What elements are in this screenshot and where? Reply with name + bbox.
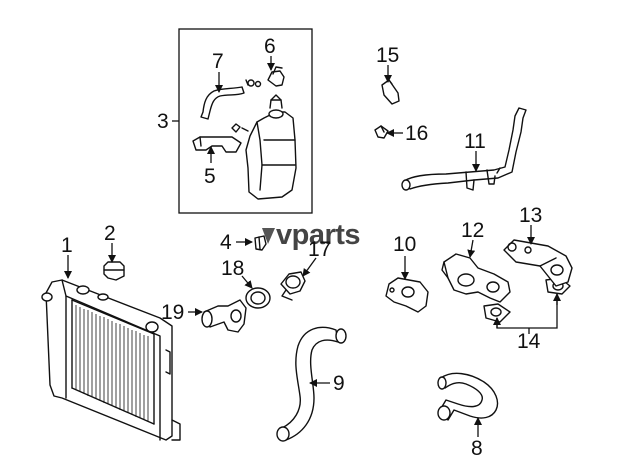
- callout-13: 13: [519, 204, 542, 227]
- leader-lines: [64, 56, 561, 437]
- water-outlet-housing: [385, 277, 429, 313]
- callout-19: 19: [161, 301, 184, 324]
- vparts-logo-mark: [262, 228, 275, 244]
- callout-17: 17: [308, 238, 331, 261]
- thermostat: [280, 271, 306, 301]
- radiator-cap: [103, 261, 125, 281]
- sensor-part-16: [374, 125, 389, 139]
- callout-2: 2: [104, 222, 116, 245]
- radiator: [41, 279, 181, 441]
- callout-numbers: 1 2 3 4 5 6 7 8 9 10 11 12 13 14 15 16 1…: [61, 35, 542, 460]
- reservoir-bracket: [192, 136, 242, 153]
- watermark-text: vparts: [276, 219, 360, 251]
- reservoir-group: [178, 28, 313, 214]
- callout-4: 4: [220, 231, 232, 254]
- water-pipe-12: [441, 253, 511, 303]
- callout-11: 11: [464, 130, 486, 153]
- callout-9: 9: [333, 372, 345, 395]
- water-pipe: [401, 107, 527, 191]
- callout-1: 1: [61, 234, 73, 257]
- callout-3: 3: [157, 110, 169, 133]
- callout-18: 18: [221, 257, 244, 280]
- callout-12: 12: [461, 219, 484, 242]
- callout-14: 14: [517, 330, 541, 353]
- water-inlet: [201, 299, 247, 333]
- reservoir-hose: [200, 86, 245, 120]
- callout-15: 15: [376, 44, 399, 67]
- callout-5: 5: [204, 165, 216, 188]
- callout-10: 10: [393, 233, 416, 256]
- callout-8: 8: [471, 437, 483, 460]
- callout-6: 6: [264, 35, 276, 58]
- bypass-hose: [437, 372, 499, 421]
- hose-clamps: [245, 66, 285, 88]
- water-bypass-bracket: [503, 239, 573, 287]
- callout-16: 16: [405, 122, 428, 145]
- thermostat-gasket: [245, 287, 271, 309]
- vparts-watermark: vparts: [262, 219, 361, 251]
- callout-7: 7: [212, 50, 224, 73]
- bolt-part-4: [254, 235, 267, 251]
- sensor-part-15: [381, 79, 400, 105]
- coolant-reservoir-tank: [231, 94, 297, 200]
